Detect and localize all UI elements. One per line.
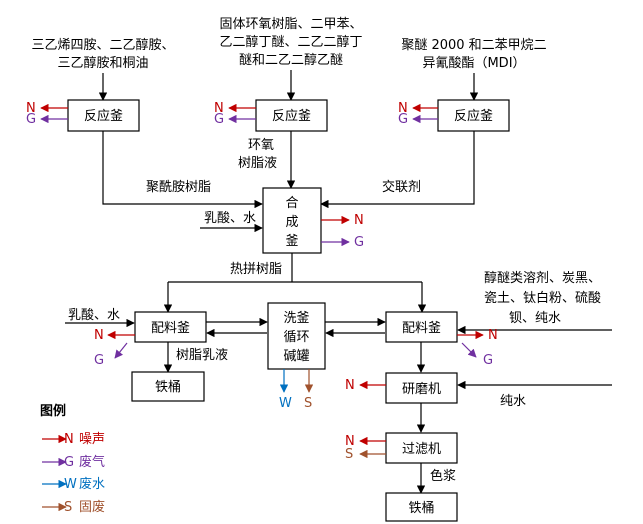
iron-bucket-left-label: 铁桶 bbox=[155, 380, 181, 395]
synthesis-gas-label: G bbox=[354, 235, 364, 250]
input-left-line-1: 三乙烯四胺、二乙醇胺、 bbox=[31, 37, 174, 53]
synthesis-noise-label: N bbox=[354, 213, 364, 228]
legend-solid-label: 固废 bbox=[79, 499, 105, 515]
reactor-3-noise-label: N bbox=[398, 101, 408, 116]
iron-bucket-right-label: 铁桶 bbox=[408, 501, 434, 516]
input-left-line-2: 三乙醇胺和桐油 bbox=[57, 55, 148, 71]
flow-resin-emulsion-label: 树脂乳液 bbox=[176, 348, 228, 363]
reactor-1-noise-label: N bbox=[26, 101, 36, 116]
reactor-2-emissions: N G bbox=[214, 101, 256, 127]
arrow-crosslinker bbox=[320, 131, 475, 209]
input-right-text: 聚醚 2000 和二苯甲烷二 异氰酸酯（MDI） bbox=[401, 38, 546, 71]
flow-hot-mix-label: 热拼树脂 bbox=[230, 262, 282, 277]
legend-gas-label: 废气 bbox=[79, 454, 105, 470]
flow-crosslinker-label: 交联剂 bbox=[382, 179, 421, 195]
reactor-2-gas-label: G bbox=[214, 112, 224, 127]
mixer-right-noise-label: N bbox=[488, 328, 498, 343]
mixer-right-label: 配料釜 bbox=[402, 321, 441, 336]
reactor-3-emissions: N G bbox=[398, 101, 438, 127]
grinder-noise-label: N bbox=[345, 378, 355, 393]
reactor-1-gas-label: G bbox=[26, 112, 36, 127]
input-middle-line-2: 乙二醇丁醚、二乙二醇丁 bbox=[219, 34, 362, 50]
reactor-3-label: 反应釜 bbox=[454, 108, 493, 124]
filter: 过滤机 bbox=[385, 432, 458, 464]
mixer-left-gas-arrow bbox=[114, 342, 128, 359]
legend-noise-label: 噪声 bbox=[79, 432, 105, 447]
synthesis-kettle: 合 成 釜 bbox=[262, 187, 322, 254]
flow-epoxy-label-1: 环氧 bbox=[248, 138, 274, 153]
filter-noise-label: N bbox=[345, 434, 355, 449]
filter-label: 过滤机 bbox=[402, 442, 441, 457]
reactor-2-label: 反应釜 bbox=[272, 108, 311, 124]
right-inputs-line-1: 醇醚类溶剂、炭黑、 bbox=[484, 270, 601, 286]
legend-solid-code: S bbox=[64, 500, 72, 515]
wash-label-1: 洗釜 bbox=[283, 311, 309, 326]
flow-lactic-acid-2-label: 乳酸、水 bbox=[68, 308, 120, 323]
reactor-1: 反应釜 bbox=[67, 99, 140, 132]
synthesis-label-2: 成 bbox=[285, 215, 298, 230]
mixer-right: 配料釜 bbox=[385, 311, 458, 343]
right-inputs-line-2: 瓷土、钛白粉、硫酸 bbox=[484, 290, 601, 306]
mixer-left-noise-label: N bbox=[94, 328, 104, 343]
mixer-left-gas-label: G bbox=[94, 353, 104, 368]
mixer-left-label: 配料釜 bbox=[151, 321, 190, 336]
legend-item-gas: G 废气 bbox=[42, 454, 105, 470]
flow-polyamide-resin-label: 聚酰胺树脂 bbox=[146, 180, 211, 195]
legend-item-noise: N 噪声 bbox=[42, 432, 105, 447]
reactor-3-gas-label: G bbox=[398, 112, 408, 127]
legend: 图例 N 噪声 G 废气 W 废水 S 固废 bbox=[40, 403, 105, 515]
wash-water-label: W bbox=[279, 396, 292, 411]
right-inputs-text: 醇醚类溶剂、炭黑、 瓷土、钛白粉、硫酸 钡、纯水 bbox=[484, 270, 601, 326]
synthesis-label-1: 合 bbox=[285, 196, 298, 211]
legend-noise-code: N bbox=[64, 432, 74, 447]
flow-lactic-acid-label: 乳酸、水 bbox=[204, 211, 256, 226]
reactor-1-emissions: N G bbox=[26, 101, 68, 127]
reactor-2: 反应釜 bbox=[255, 99, 328, 132]
input-middle-line-1: 固体环氧树脂、二甲苯、 bbox=[219, 17, 362, 32]
synthesis-label-3: 釜 bbox=[285, 234, 298, 249]
legend-item-solid: S 固废 bbox=[42, 499, 105, 515]
flow-color-paste-label: 色浆 bbox=[430, 468, 456, 484]
filter-solid-label: S bbox=[345, 447, 353, 462]
reactor-3: 反应釜 bbox=[437, 99, 510, 132]
right-inputs-line-3: 钡、纯水 bbox=[509, 311, 561, 326]
input-right-line-1: 聚醚 2000 和二苯甲烷二 bbox=[401, 38, 546, 53]
legend-gas-code: G bbox=[64, 455, 74, 470]
reactor-1-label: 反应釜 bbox=[84, 108, 123, 124]
arrow-polyamide-resin bbox=[102, 131, 263, 209]
mixer-right-gas-arrow bbox=[461, 342, 477, 358]
input-left-text: 三乙烯四胺、二乙醇胺、 三乙醇胺和桐油 bbox=[31, 37, 174, 71]
legend-item-water: W 废水 bbox=[42, 476, 105, 492]
legend-title: 图例 bbox=[40, 403, 66, 419]
input-middle-line-3: 醚和二乙二醇乙醚 bbox=[239, 52, 343, 68]
grinder: 研磨机 bbox=[385, 372, 458, 404]
reactor-2-noise-label: N bbox=[214, 101, 224, 116]
input-right-line-2: 异氰酸酯（MDI） bbox=[422, 55, 525, 71]
input-middle-text: 固体环氧树脂、二甲苯、 乙二醇丁醚、二乙二醇丁 醚和二乙二醇乙醚 bbox=[219, 17, 362, 68]
mixer-left: 配料釜 bbox=[134, 311, 207, 343]
mixer-right-gas-label: G bbox=[483, 353, 493, 368]
flow-epoxy-label-2: 树脂液 bbox=[238, 156, 277, 171]
legend-water-code: W bbox=[64, 477, 77, 492]
wash-label-2: 循环 bbox=[283, 330, 309, 345]
legend-water-label: 废水 bbox=[79, 476, 105, 492]
wash-solid-label: S bbox=[304, 396, 312, 411]
iron-bucket-right: 铁桶 bbox=[385, 492, 458, 522]
grinder-label: 研磨机 bbox=[402, 382, 441, 397]
iron-bucket-left: 铁桶 bbox=[131, 371, 205, 402]
wash-tank: 洗釜 循环 碱罐 bbox=[267, 302, 326, 370]
flow-pure-water-label: 纯水 bbox=[500, 394, 526, 409]
wash-label-3: 碱罐 bbox=[283, 349, 309, 364]
